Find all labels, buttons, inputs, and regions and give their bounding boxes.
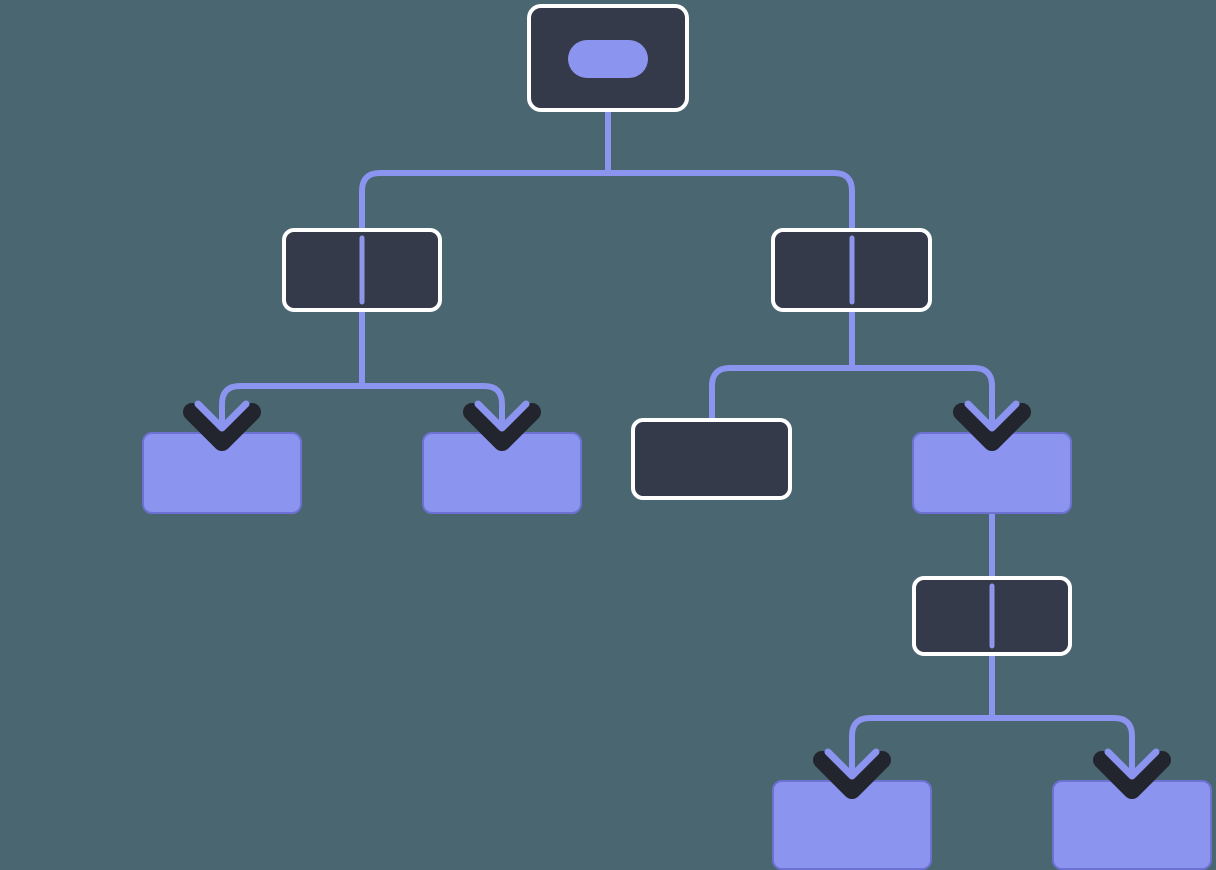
chevron-dark-icon: [953, 403, 1031, 451]
arrow-marker-accent-branch: [953, 400, 1031, 451]
chevron-dark-icon: [463, 403, 541, 451]
edge-right-branch-to-terminal: [709, 309, 855, 421]
arrow-marker-leaf-2: [463, 400, 541, 451]
chevron-dark-icon: [183, 403, 261, 451]
chevron-light-icon: [194, 400, 250, 432]
chevron-dark-icon: [813, 751, 891, 799]
root-node[interactable]: [527, 4, 689, 112]
arrow-marker-leaf-1: [183, 400, 261, 451]
edges-group: [219, 71, 1135, 783]
leaf-node-4[interactable]: [1052, 780, 1212, 870]
edge-lower-branch-to-leaf-4: [989, 653, 1135, 783]
terminal-node-dark[interactable]: [631, 418, 792, 500]
edge-root-to-right-branch: [605, 109, 855, 231]
edge-right-branch-to-accent-branch: [849, 309, 995, 435]
arrow-marker-leaf-4: [1093, 748, 1171, 799]
chevron-light-icon: [824, 748, 880, 780]
chevron-light-icon: [474, 400, 530, 432]
chevron-light-icon: [1104, 748, 1160, 780]
arrow-marker-leaf-3: [813, 748, 891, 799]
edge-left-branch-to-leaf-1: [219, 309, 365, 435]
edge-left-branch-to-leaf-2: [359, 309, 505, 435]
chevron-dark-icon: [1093, 751, 1171, 799]
chevron-light-icon: [964, 400, 1020, 432]
edge-lower-branch-to-leaf-3: [849, 653, 995, 783]
root-node-pill: [568, 40, 648, 78]
